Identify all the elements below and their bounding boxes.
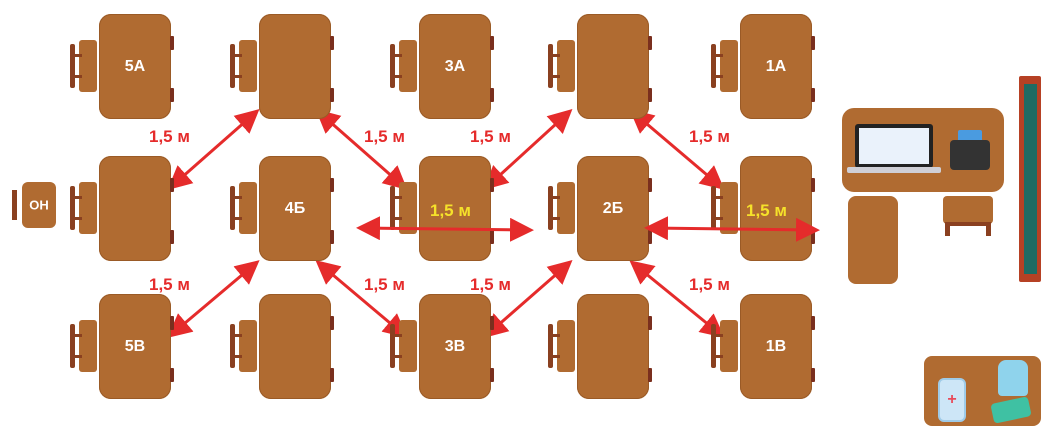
desk-5v: 5В bbox=[99, 294, 174, 399]
distance-label: 1,5 м bbox=[689, 275, 730, 294]
distance-label: 1,5 м bbox=[689, 127, 730, 146]
desk-2b: 2Б bbox=[577, 156, 652, 261]
desk-4b: 4Б bbox=[259, 156, 334, 261]
arrow bbox=[483, 260, 573, 338]
arrow bbox=[315, 260, 408, 338]
desk-2v bbox=[577, 294, 652, 399]
desk-5b bbox=[99, 156, 174, 261]
desk-label: 5А bbox=[124, 57, 146, 75]
distance-label: 1,5 м bbox=[470, 127, 511, 146]
chair bbox=[70, 40, 97, 92]
printer-icon bbox=[950, 140, 990, 170]
chair bbox=[230, 40, 257, 92]
cabinet bbox=[848, 196, 898, 284]
blackboard bbox=[1019, 76, 1041, 282]
distance-label: 1,5 м bbox=[364, 127, 405, 146]
desk-3v: 3В bbox=[419, 294, 494, 399]
laptop-base bbox=[847, 167, 941, 173]
desk-2a bbox=[577, 14, 652, 119]
desk-label: 2Б bbox=[602, 199, 624, 217]
desk-5a: 5А bbox=[99, 14, 174, 119]
chair bbox=[230, 320, 257, 372]
chair bbox=[70, 320, 97, 372]
desk-label: 4Б bbox=[284, 199, 306, 217]
teacher-chair bbox=[943, 196, 993, 224]
arrow bbox=[483, 108, 573, 191]
desk-label: 1А bbox=[765, 57, 787, 75]
desk-1v: 1В bbox=[740, 294, 815, 399]
desk-label: 1В bbox=[765, 337, 787, 355]
arrow bbox=[167, 109, 260, 190]
chair bbox=[548, 40, 575, 92]
desk-label: 5В bbox=[124, 337, 146, 355]
sanitizer-bottle-icon: + bbox=[938, 378, 966, 422]
desk-1b bbox=[740, 156, 815, 261]
gloves-icon bbox=[998, 360, 1028, 396]
arrow bbox=[644, 216, 820, 242]
arrow bbox=[315, 109, 408, 190]
distance-label-highlight: 1,5 м bbox=[746, 201, 787, 220]
distance-label: 1,5 м bbox=[470, 275, 511, 294]
desk-oh: ОН bbox=[22, 182, 56, 228]
arrow bbox=[167, 260, 260, 338]
chair bbox=[711, 40, 738, 92]
teacher-chair-legs bbox=[945, 222, 991, 236]
desk-1a: 1А bbox=[740, 14, 815, 119]
arrow bbox=[629, 109, 725, 190]
chair bbox=[12, 190, 17, 220]
chair bbox=[711, 320, 738, 372]
chair bbox=[548, 320, 575, 372]
distance-label-highlight: 1,5 м bbox=[430, 201, 471, 220]
desk-3a: 3А bbox=[419, 14, 494, 119]
desk-4a bbox=[259, 14, 334, 119]
chair bbox=[390, 320, 417, 372]
laptop-icon bbox=[855, 124, 933, 168]
arrow bbox=[629, 260, 725, 338]
arrow bbox=[356, 216, 534, 242]
chair bbox=[390, 40, 417, 92]
chair bbox=[548, 182, 575, 234]
desk-4v bbox=[259, 294, 334, 399]
desk-label: 3А bbox=[444, 57, 466, 75]
chair bbox=[70, 182, 97, 234]
distance-label: 1,5 м bbox=[149, 127, 190, 146]
distance-label: 1,5 м bbox=[149, 275, 190, 294]
desk-label: ОН bbox=[29, 197, 49, 213]
desk-label: 3В bbox=[444, 337, 466, 355]
distance-label: 1,5 м bbox=[364, 275, 405, 294]
chair bbox=[230, 182, 257, 234]
